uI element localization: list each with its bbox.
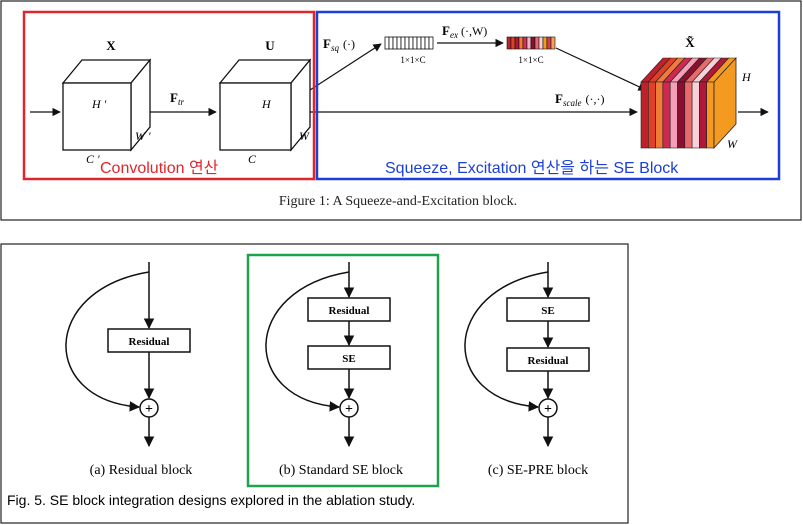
- excitation-cell: [530, 36, 536, 50]
- f-sq-arrow: [309, 43, 382, 91]
- caption-a: (a) Residual block: [90, 463, 193, 478]
- squeeze-cell: [428, 36, 434, 50]
- skip-connection-c: [464, 271, 549, 412]
- se-label-b: SE: [342, 353, 355, 365]
- squeeze-cell: [408, 36, 414, 50]
- excitation-cell: [550, 36, 556, 50]
- f-scale-label: Fscale(·,·): [555, 91, 604, 108]
- squeeze-cell: [384, 36, 390, 50]
- f-ex-label: Fex(·,W): [442, 23, 487, 40]
- u-width-label: W: [299, 129, 310, 143]
- output-slice-front: [677, 81, 686, 149]
- caption-c: (c) SE-PRE block: [488, 463, 588, 478]
- figure-5-caption: Fig. 5. SE block integration designs exp…: [7, 492, 415, 508]
- f-tr-label: Ftr: [170, 90, 184, 107]
- excitation-cell: [546, 36, 552, 50]
- tensor-x-cube: [61, 58, 152, 152]
- squeeze-cell: [392, 36, 398, 50]
- figure-5-frame: [0, 243, 629, 524]
- residual-label-c: Residual: [528, 355, 569, 367]
- residual-label-a: Residual: [129, 336, 170, 348]
- excitation-cell: [522, 36, 528, 50]
- u-label: U: [265, 38, 275, 53]
- excitation-vector-dim: 1×1×C: [518, 55, 543, 65]
- excitation-cell: [510, 36, 516, 50]
- plus-c: +: [544, 402, 552, 417]
- excitation-cell: [526, 36, 532, 50]
- scale-weight-arrow: [555, 47, 647, 91]
- excitation-vector: [506, 36, 556, 50]
- convolution-annotation: Convolution 연산: [100, 159, 219, 177]
- output-slice-front: [655, 81, 664, 149]
- output-slice-front: [662, 81, 671, 149]
- tensor-u-cube: [218, 58, 312, 152]
- excitation-cell: [506, 36, 512, 50]
- squeeze-cell: [400, 36, 406, 50]
- squeeze-vector-dim: 1×1×C: [400, 55, 425, 65]
- u-channel-label: C: [248, 152, 257, 166]
- excitation-cell: [538, 36, 544, 50]
- excitation-cell: [518, 36, 524, 50]
- output-slice-front: [669, 81, 678, 149]
- u-height-label: H: [261, 97, 272, 111]
- excitation-cell: [534, 36, 540, 50]
- output-tensor-cube: [640, 56, 737, 150]
- squeeze-vector: [384, 36, 434, 50]
- se-block-annotation: Squeeze, Excitation 연산을 하는 SE Block: [385, 159, 679, 177]
- squeeze-cell: [404, 36, 410, 50]
- skip-connection-a: [65, 271, 150, 412]
- skip-connection-b: [265, 271, 350, 412]
- output-slice-front: [640, 81, 649, 149]
- squeeze-cell: [396, 36, 402, 50]
- se-label-c: SE: [541, 305, 554, 317]
- output-slice-front: [691, 81, 700, 149]
- x-height-label: H ′: [91, 97, 107, 111]
- figure-1-caption: Figure 1: A Squeeze-and-Excitation block…: [279, 194, 517, 209]
- output-width-label: W: [727, 137, 738, 151]
- output-slice-front: [706, 81, 715, 149]
- output-slice-front: [647, 81, 656, 149]
- squeeze-cell: [420, 36, 426, 50]
- plus-a: +: [145, 402, 153, 417]
- squeeze-cell: [424, 36, 430, 50]
- residual-label-b: Residual: [329, 305, 370, 317]
- x-width-label: W ′: [135, 129, 151, 143]
- excitation-cell: [514, 36, 520, 50]
- diagram-c-se-pre-block: SE Residual + (c) SE-PRE block: [464, 262, 590, 478]
- x-tilde-label: X̃: [685, 35, 695, 50]
- plus-b: +: [345, 402, 353, 417]
- caption-b: (b) Standard SE block: [279, 463, 403, 478]
- x-channel-label: C ′: [86, 152, 100, 166]
- output-slice-front: [699, 81, 708, 149]
- standard-se-highlight-box: [246, 253, 440, 488]
- figure-5: Residual + (a) Residual block Residual S…: [0, 243, 629, 524]
- output-slice-front: [684, 81, 693, 149]
- figure-1: X H ′ W ′ C ′ Ftr U H W C Fsq(·) 1×1×C F…: [0, 0, 802, 221]
- se-block-highlight-box: [315, 10, 781, 181]
- convolution-highlight-box: [22, 10, 316, 181]
- output-cube-side: [713, 56, 737, 150]
- squeeze-cell: [412, 36, 418, 50]
- squeeze-cell: [388, 36, 394, 50]
- x-label: X: [106, 38, 116, 53]
- f-sq-label: Fsq(·): [323, 36, 355, 53]
- squeeze-cell: [416, 36, 422, 50]
- excitation-cell: [542, 36, 548, 50]
- diagram-a-residual-block: Residual + (a) Residual block: [65, 262, 193, 478]
- output-height-label: H: [741, 70, 752, 84]
- diagram-b-standard-se-block: Residual SE + (b) Standard SE block: [246, 253, 440, 488]
